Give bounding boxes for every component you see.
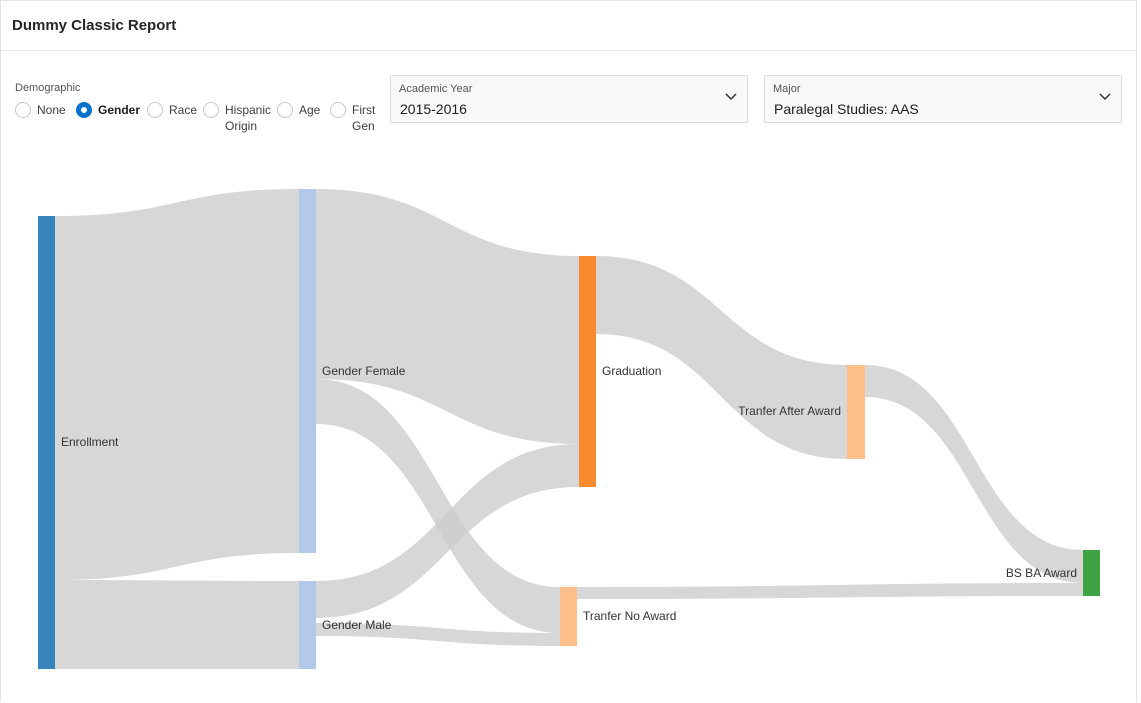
sankey-nodes <box>38 189 1100 669</box>
node-gender-female[interactable] <box>299 189 316 553</box>
link-male-transfer-no-award <box>316 623 560 646</box>
radio-gender[interactable]: Gender <box>76 102 140 118</box>
radio-age-label: Age <box>299 103 321 117</box>
radio-race[interactable]: Race <box>147 102 197 118</box>
major-value: Paralegal Studies: AAS <box>774 101 919 117</box>
region-header: Dummy Classic Report <box>1 1 1136 51</box>
radio-age-circle[interactable] <box>277 102 293 118</box>
label-transfer-after-award: Tranfer After Award <box>738 404 841 418</box>
link-enrollment-male <box>55 580 299 669</box>
sankey-labels: Enrollment Gender Female Gender Male Gra… <box>61 364 1077 632</box>
academic-year-label: Academic Year <box>399 83 473 95</box>
link-transfer-no-award-bsba <box>577 583 1083 599</box>
academic-year-value: 2015-2016 <box>400 101 467 117</box>
radio-race-label: Race <box>169 103 198 117</box>
demographic-label: Demographic <box>15 82 81 94</box>
radio-gender-circle[interactable] <box>76 102 92 118</box>
radio-none-circle[interactable] <box>15 102 31 118</box>
link-enrollment-female <box>55 189 299 580</box>
link-female-graduation <box>316 189 579 444</box>
link-male-graduation <box>316 444 579 618</box>
sankey-links <box>55 189 1083 669</box>
node-transfer-no-award[interactable] <box>560 587 577 646</box>
radio-race-circle[interactable] <box>147 102 163 118</box>
label-graduation: Graduation <box>602 364 661 378</box>
radio-gender-label: Gender <box>98 103 141 117</box>
radio-none[interactable]: None <box>15 102 66 118</box>
academic-year-select[interactable]: Academic Year 2015-2016 <box>390 75 748 123</box>
major-label: Major <box>773 83 801 95</box>
link-female-transfer-no-award <box>316 379 560 633</box>
region-title: Dummy Classic Report <box>12 17 177 34</box>
radio-none-label: None <box>37 103 66 117</box>
link-graduation-transfer-after-award <box>596 256 847 459</box>
node-enrollment[interactable] <box>38 216 55 669</box>
major-select[interactable]: Major Paralegal Studies: AAS <box>764 75 1122 123</box>
node-graduation[interactable] <box>579 256 596 487</box>
node-bsba-award[interactable] <box>1083 550 1100 596</box>
label-gender-male: Gender Male <box>322 618 392 632</box>
radio-first-gen-circle[interactable] <box>330 102 346 118</box>
chevron-down-icon <box>1099 93 1111 101</box>
label-gender-female: Gender Female <box>322 364 406 378</box>
radio-hispanic-origin-circle[interactable] <box>203 102 219 118</box>
node-transfer-after-award[interactable] <box>847 365 865 459</box>
label-bsba-award: BS BA Award <box>1006 566 1077 580</box>
link-transfer-after-award-bsba <box>865 365 1083 583</box>
chevron-down-icon <box>725 93 737 101</box>
radio-age[interactable]: Age <box>277 102 320 118</box>
label-enrollment: Enrollment <box>61 435 119 449</box>
node-gender-male[interactable] <box>299 581 316 669</box>
label-transfer-no-award: Tranfer No Award <box>583 609 676 623</box>
